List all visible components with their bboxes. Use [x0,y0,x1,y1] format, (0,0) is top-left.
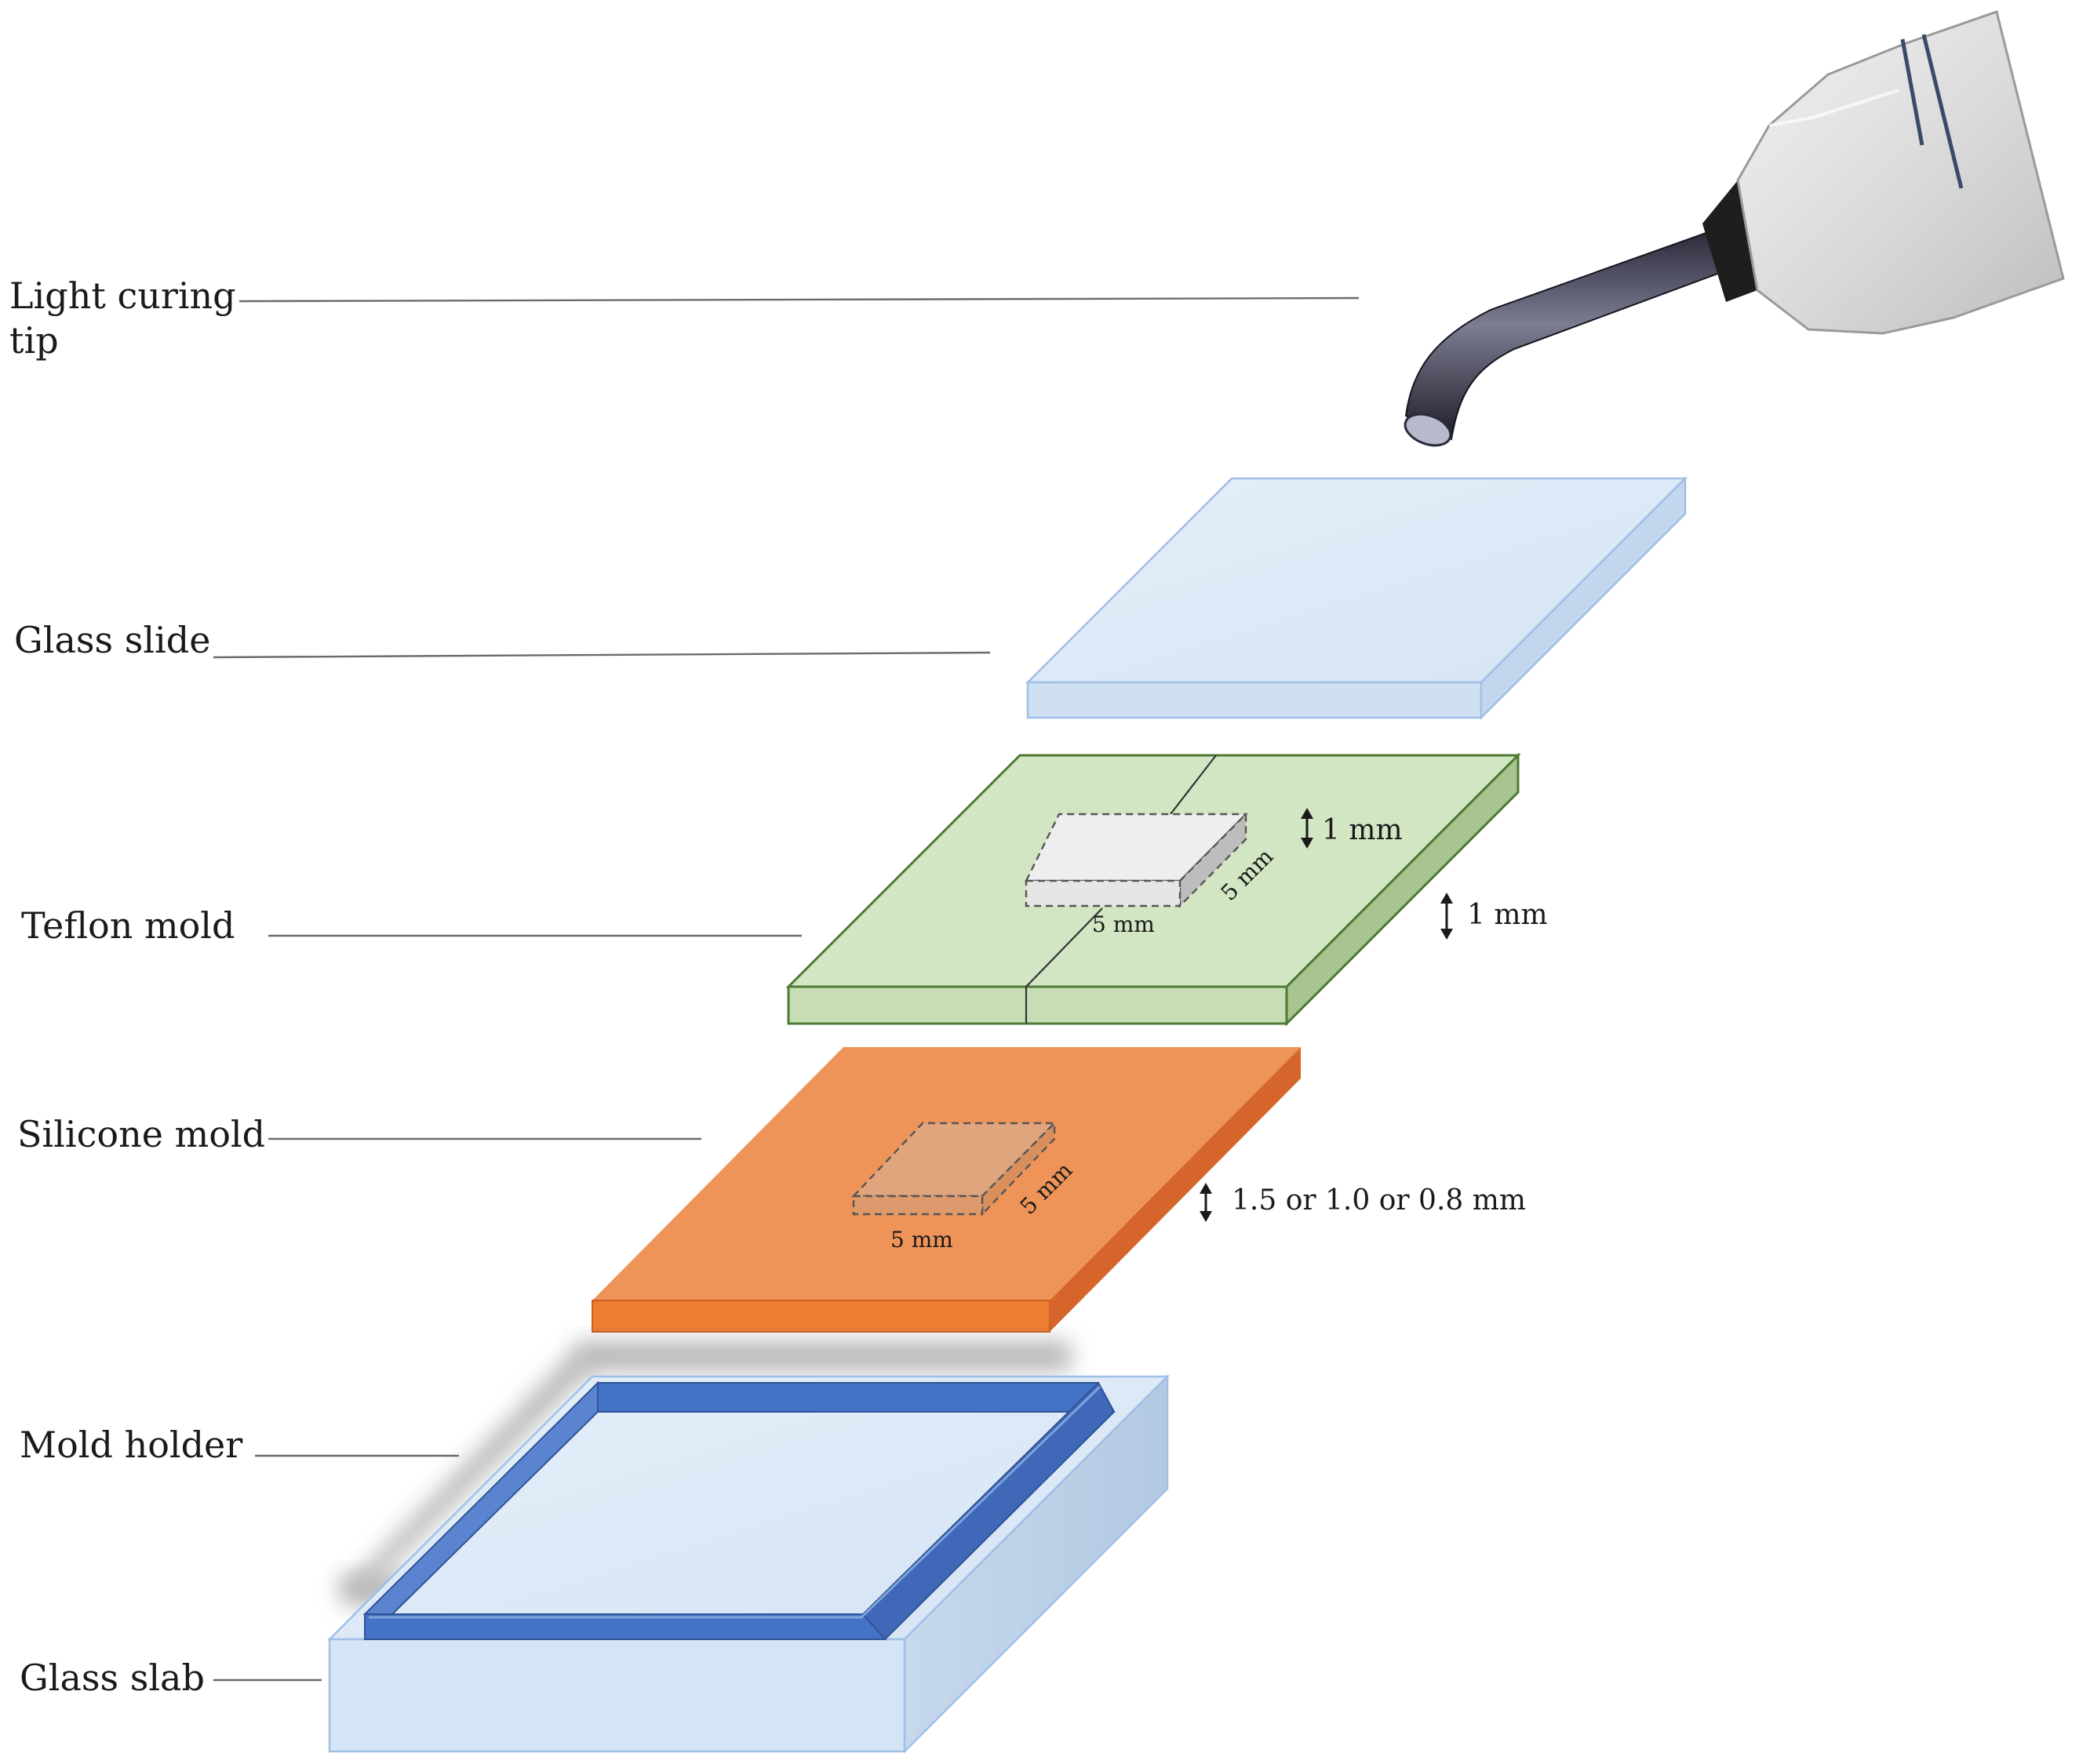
glass-slab-front [328,1638,906,1753]
teflon-mold-side [1285,752,1520,1027]
silicone-cavity [851,1121,1057,1217]
glass-slide [1025,475,1688,721]
text-silicone-thickness: 1.5 or 1.0 or 0.8 mm [1232,1184,1526,1217]
dim-teflon-thickness: 1 mm [1440,893,1548,940]
silicone-mold-side [1050,1047,1301,1332]
glass-slide-front [1026,681,1483,719]
dim-silicone-thickness: 1.5 or 1.0 or 0.8 mm [1200,1183,1526,1222]
teflon-split-line [1025,755,1217,1024]
light-curing-tip [1404,10,2065,447]
mold-holder-left-bar [362,1380,599,1615]
label-teflon-mold: Teflon mold [21,904,235,947]
silicone-mold [592,1047,1301,1333]
glass-slide-side [1480,475,1687,721]
text-silicone-cavity-width: 5 mm [890,1227,953,1253]
teflon-mold [785,752,1521,1027]
label-silicone-mold: Silicone mold [17,1113,265,1155]
light-curing-collar [1702,180,1757,302]
light-curing-handpiece [1736,10,2065,335]
label-glass-slide-group: Glass slide [14,619,991,661]
dim-teflon-cavity-thickness: 1 mm [1301,808,1403,849]
silicone-mold-front [592,1300,1050,1333]
light-curing-rod [1404,230,1728,441]
light-curing-rod-end [1404,413,1452,447]
label-glass-slab-group: Glass slab [20,1657,322,1699]
mold-holder-front-bar [364,1613,887,1640]
label-mold-holder: Mold holder [20,1424,242,1466]
label-silicone-mold-group: Silicone mold [17,1113,701,1155]
label-teflon-mold-group: Teflon mold [21,904,802,947]
mold-holder [362,1380,1116,1641]
label-mold-holder-group: Mold holder [20,1424,459,1466]
teflon-mold-front [787,985,1288,1025]
label-glass-slide: Glass slide [14,619,210,661]
leader-glass-slide [213,651,991,659]
label-light-curing-tip-line1: Light curing [9,275,236,317]
label-light-curing-tip: Light curing tip [9,275,1360,362]
mold-holder-back-bar [597,1382,1116,1413]
leader-light-curing-tip [238,296,1360,303]
glass-slab [326,1373,1171,1755]
text-teflon-cavity-thickness: 1 mm [1322,814,1403,846]
teflon-cavity [1025,812,1248,908]
label-glass-slab: Glass slab [20,1657,205,1699]
glass-slab-side [903,1373,1169,1755]
text-teflon-thickness: 1 mm [1467,899,1548,931]
text-teflon-cavity-width: 5 mm [1092,911,1155,937]
label-light-curing-tip-line2: tip [9,319,59,362]
